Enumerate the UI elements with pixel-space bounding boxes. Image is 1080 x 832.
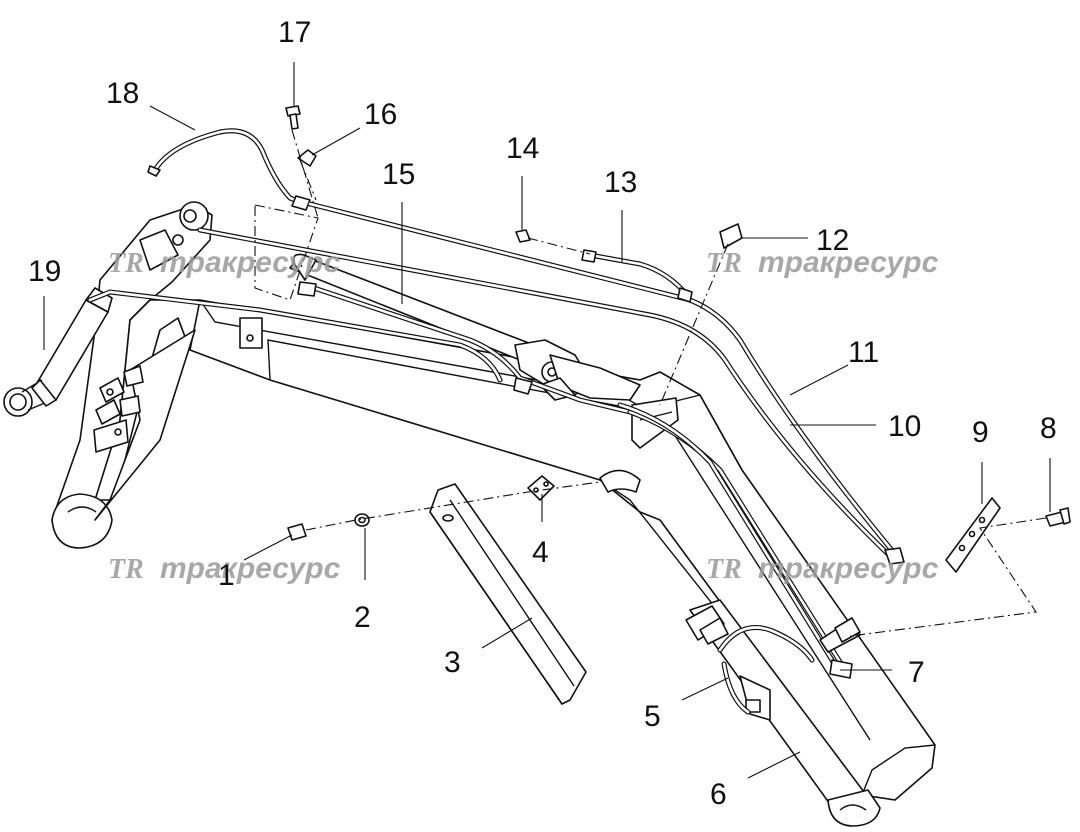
part-9-strip [945, 497, 1001, 573]
watermark-4: TR тракресурс [706, 552, 939, 585]
watermark-1: TR тракресурс [108, 246, 341, 279]
callout-13: 13 [604, 166, 637, 199]
part-14-nut [515, 229, 531, 243]
callout-15: 15 [382, 158, 415, 191]
cylinder-19 [3, 287, 113, 417]
mounting-frame [51, 201, 213, 549]
watermark-text: тракресурс [758, 552, 939, 585]
callout-1: 1 [218, 559, 235, 592]
part-2-washer [354, 513, 370, 527]
callout-5: 5 [644, 700, 661, 733]
callout-9: 9 [972, 416, 989, 449]
watermark-text: тракресурс [160, 552, 341, 585]
watermark-2: TR тракресурс [706, 246, 939, 279]
part-4-plate [527, 475, 555, 501]
callout-14: 14 [506, 132, 539, 165]
lift-cylinder [289, 253, 641, 401]
hose-18 [147, 128, 311, 211]
watermark-text: тракресурс [758, 246, 939, 279]
callout-11: 11 [848, 336, 879, 369]
hose-line-11 [307, 201, 903, 563]
callout-18: 18 [106, 77, 139, 110]
watermark-logo: TR [108, 248, 144, 279]
hose-5 [717, 625, 815, 715]
callout-7: 7 [908, 656, 925, 689]
callout-6: 6 [710, 778, 727, 811]
callout-12: 12 [816, 224, 849, 257]
part-16-clip [297, 149, 317, 167]
callout-16: 16 [364, 98, 397, 131]
leader-lines [43, 62, 1051, 779]
part-12-plate [719, 223, 743, 249]
callout-19: 19 [28, 255, 61, 288]
watermark-logo: TR [706, 554, 742, 585]
part-17-bolt [285, 105, 301, 130]
part-7-clamp [834, 617, 861, 643]
assembly-lines [254, 129, 1047, 637]
callout-17: 17 [278, 16, 311, 49]
callout-8: 8 [1040, 412, 1057, 445]
part-1-fitting [287, 523, 307, 541]
watermark-text: тракресурс [160, 246, 341, 279]
callout-4: 4 [532, 536, 549, 569]
callout-2: 2 [354, 601, 371, 634]
watermark-logo: TR [108, 554, 144, 585]
watermark-3: TR тракресурс [108, 552, 341, 585]
hose-13 [581, 249, 693, 303]
callout-3: 3 [444, 646, 461, 679]
hose-15 [87, 281, 633, 415]
callout-10: 10 [888, 410, 921, 443]
hose-line-10 [197, 227, 905, 565]
callouts: 17 18 16 14 15 13 12 19 11 10 9 8 4 1 2 … [28, 16, 1057, 811]
part-8-bolt [1045, 507, 1071, 527]
watermark-logo: TR [706, 248, 742, 279]
part-3-guide-strip [429, 483, 587, 705]
